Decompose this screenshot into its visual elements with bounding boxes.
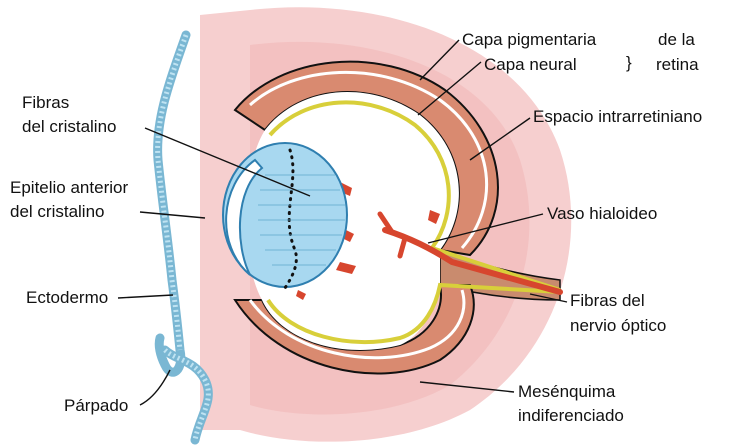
label-parpado: Párpado <box>64 396 128 415</box>
label-mesenquima-2: indiferenciado <box>518 406 624 425</box>
label-mesenquima-1: Mesénquima <box>518 382 616 401</box>
label-capa-neural: Capa neural <box>484 55 577 74</box>
leader-parpado <box>140 370 170 405</box>
label-epitelio-1: Epitelio anterior <box>10 178 128 197</box>
label-vaso-hialoideo: Vaso hialoideo <box>547 204 657 223</box>
retina-brace: } <box>626 53 632 72</box>
label-fibras-nervio-2: nervio óptico <box>570 316 666 335</box>
leader-ectodermo <box>118 295 173 298</box>
label-capa-pigmentaria: Capa pigmentaria <box>462 30 597 49</box>
leader-epitelio <box>140 212 205 218</box>
label-fibras-cristalino-1: Fibras <box>22 93 69 112</box>
label-espacio-intrarretiniano: Espacio intrarretiniano <box>533 107 702 126</box>
label-de-la: de la <box>658 30 695 49</box>
label-retina: retina <box>656 55 699 74</box>
label-ectodermo: Ectodermo <box>26 288 108 307</box>
label-epitelio-2: del cristalino <box>10 202 105 221</box>
label-fibras-nervio-1: Fibras del <box>570 291 645 310</box>
label-fibras-cristalino-2: del cristalino <box>22 117 117 136</box>
ectoderm <box>158 35 186 372</box>
